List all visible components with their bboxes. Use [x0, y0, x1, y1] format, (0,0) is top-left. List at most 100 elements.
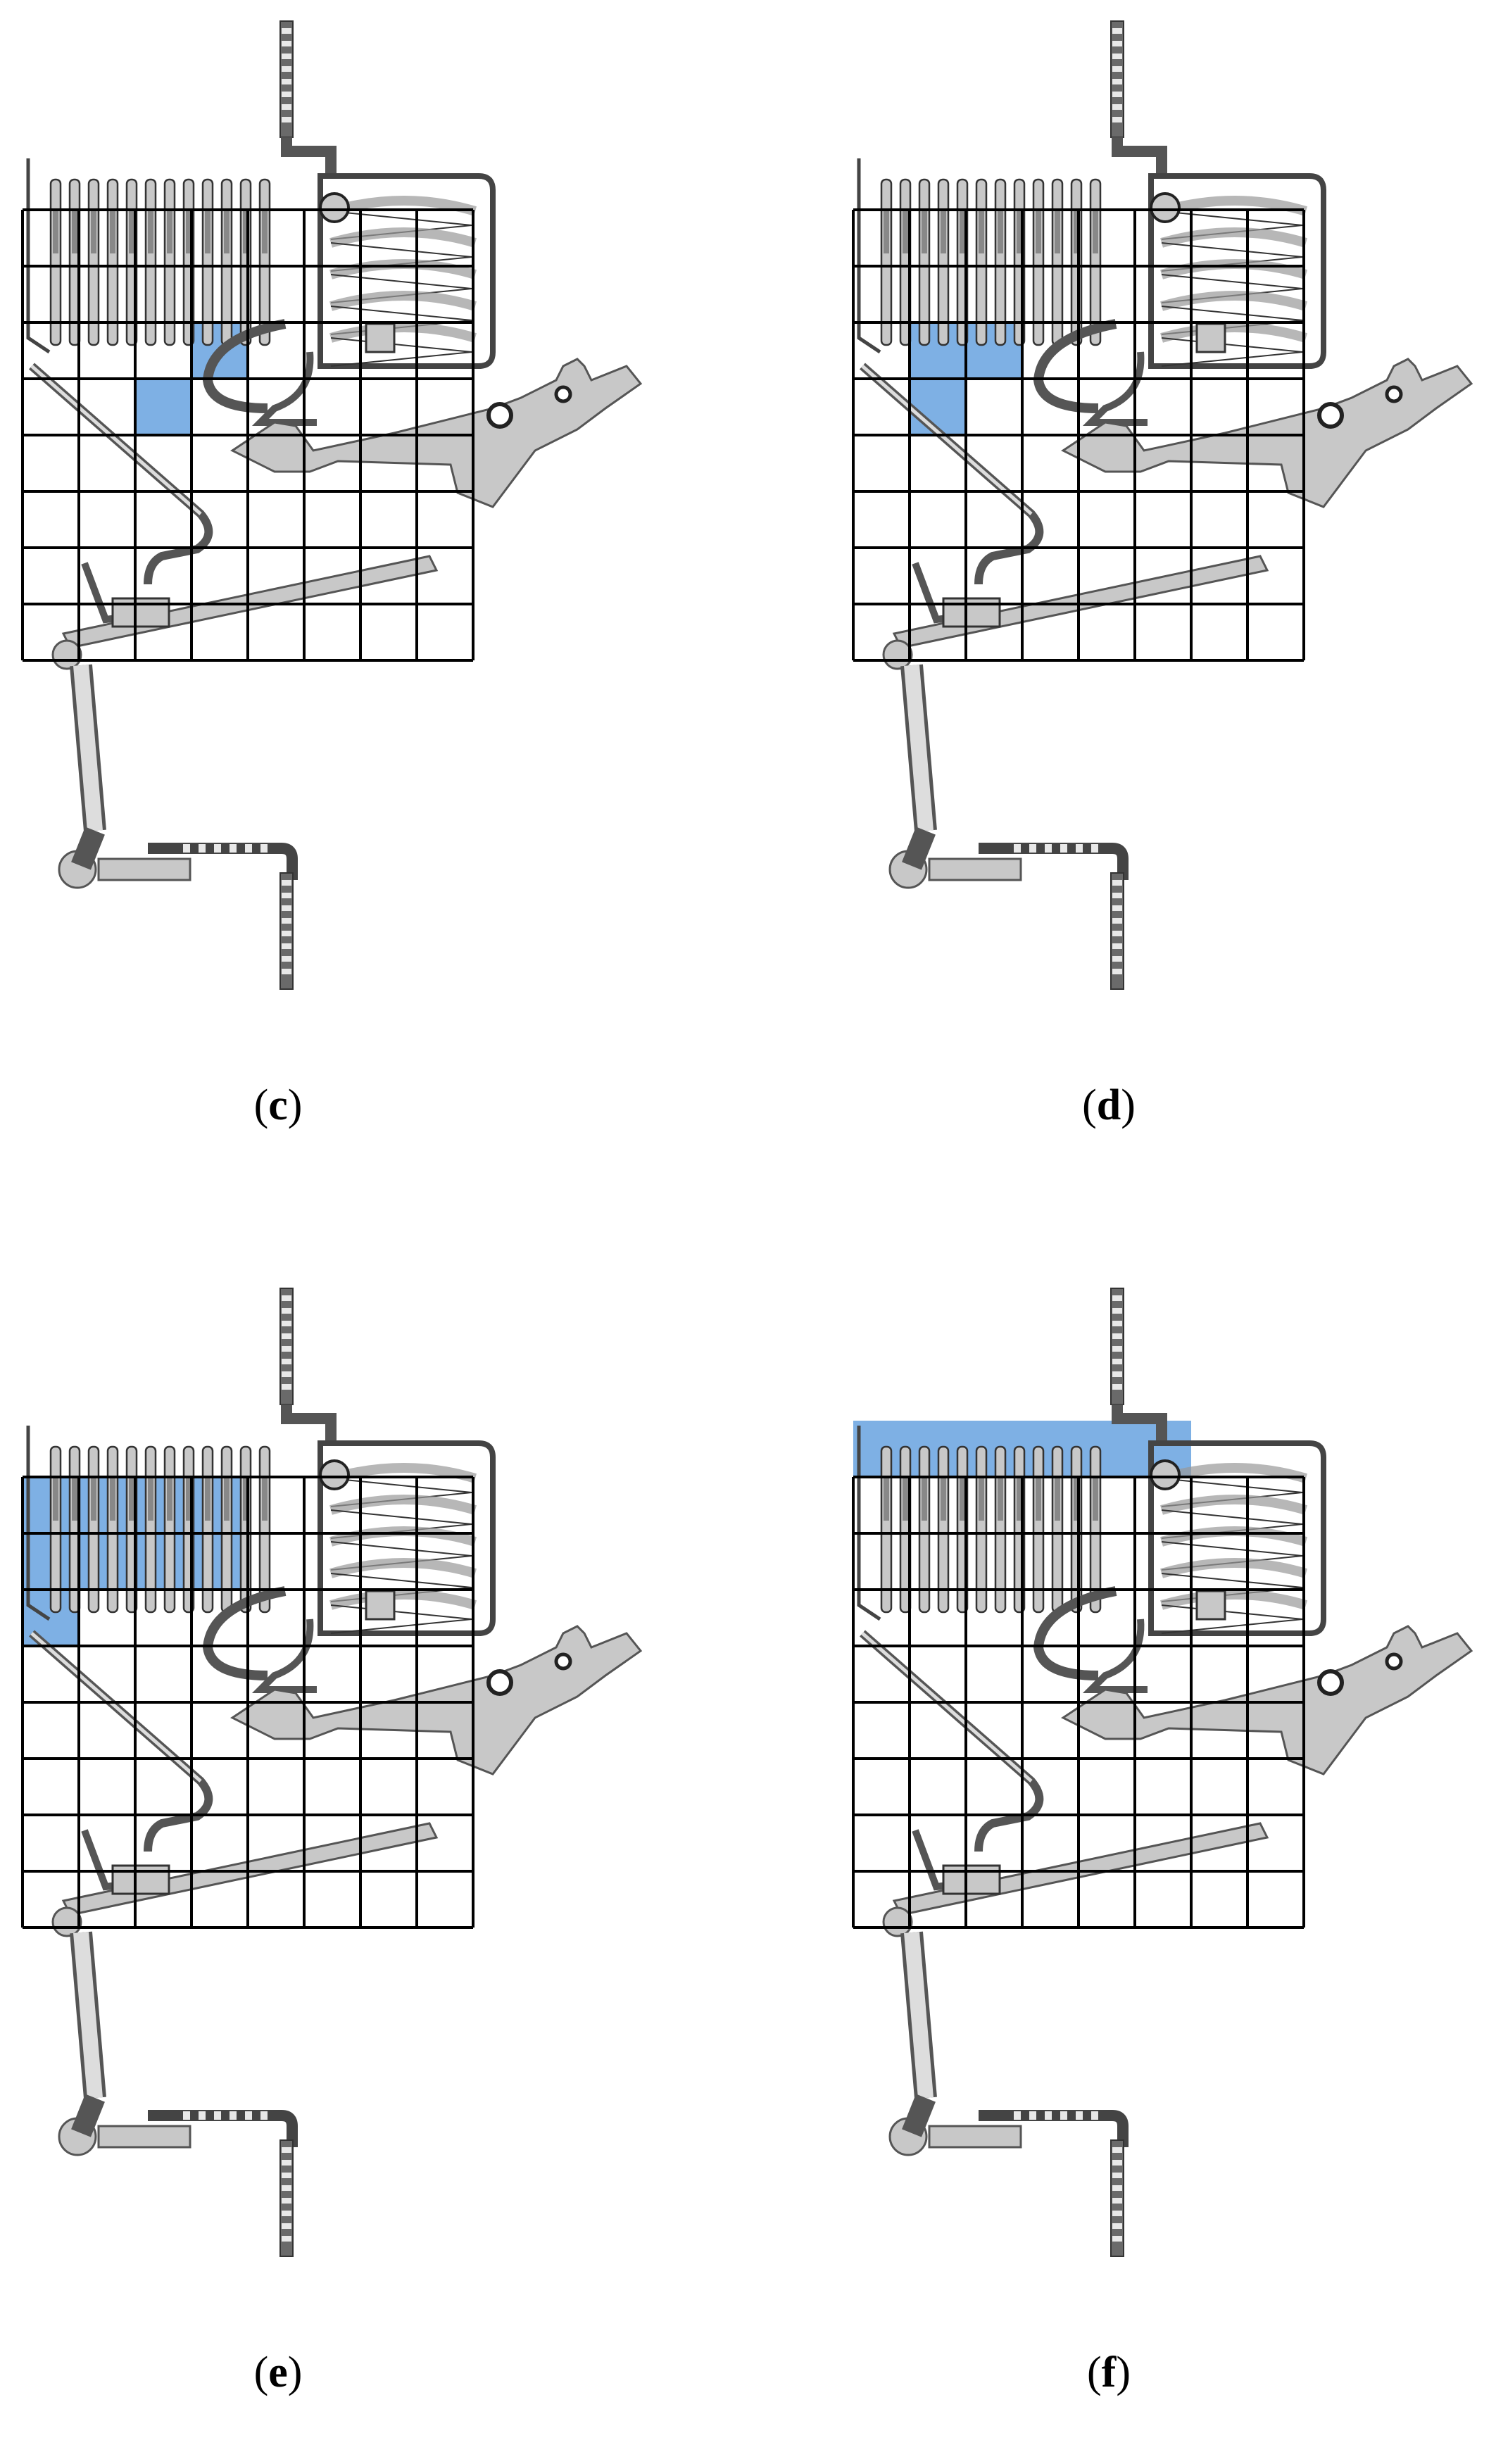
plate-slot [960, 1478, 965, 1521]
arc-chute-plate [87, 178, 100, 346]
spring-coil [1160, 1558, 1308, 1578]
terminal-slot [1076, 2111, 1083, 2120]
plate-slot [186, 211, 191, 253]
terminal-slot [282, 66, 291, 72]
arc-chute-plate [220, 178, 233, 346]
plate-slot [224, 1478, 230, 1521]
terminal-slot [282, 905, 291, 911]
chute-side-wall [26, 158, 51, 354]
plate-slot [167, 211, 172, 253]
spring-line [1161, 337, 1303, 367]
contact-arm [860, 1630, 1044, 1852]
arc-chute-plate [918, 178, 931, 346]
terminal-slot [282, 956, 291, 962]
trip-lever [1061, 1625, 1473, 1775]
armature-block [365, 1590, 396, 1621]
highlight-cell [966, 322, 1022, 379]
terminal-slot [199, 2111, 206, 2120]
terminal-slot [282, 893, 291, 898]
terminal-slot [1060, 844, 1067, 853]
plate-slot [129, 1478, 134, 1521]
terminal-slot [1112, 918, 1122, 924]
yoke-bracket [251, 351, 317, 426]
terminal-slot [1112, 880, 1122, 886]
lower-terminal-bend [979, 843, 1129, 880]
spring-coil [1160, 322, 1308, 343]
spring-coil [329, 291, 477, 311]
lower-joint [902, 826, 936, 870]
plate-slot [1055, 1478, 1060, 1521]
terminal-slot [282, 41, 291, 46]
plate-slot [1093, 211, 1098, 253]
terminal-slot [1112, 2236, 1122, 2242]
terminal-slot [1112, 117, 1122, 122]
panel-e: (e) [0, 1267, 704, 2464]
spring-line [330, 1604, 472, 1634]
chute-side-wall [26, 1426, 51, 1621]
terminal-slot [1112, 2198, 1122, 2204]
pivot-pin [319, 192, 350, 223]
yoke-bracket [251, 1618, 317, 1693]
armature-block [1195, 322, 1226, 353]
arc-chute-plate [144, 1445, 157, 1614]
chute-side-wall [857, 158, 881, 354]
terminal-slot [1045, 844, 1052, 853]
plate-slot [903, 1478, 908, 1521]
lower-joint [902, 2094, 936, 2137]
plate-slot [53, 211, 58, 253]
terminal-slot [1112, 1295, 1122, 1301]
panel-caption: (d) [1082, 1081, 1136, 1129]
lower-conductor-fill [904, 665, 934, 831]
lever-hole [1385, 1652, 1403, 1671]
terminal-slot [282, 79, 291, 84]
spring-coil [329, 227, 477, 248]
spring-line [330, 337, 472, 367]
terminal-slot [1112, 41, 1122, 46]
terminal-slot [1112, 2211, 1122, 2216]
terminal-bend [281, 137, 337, 176]
arc-chute-plate [1051, 178, 1064, 346]
plate-slot [884, 1478, 889, 1521]
contact-arm [29, 1630, 213, 1852]
terminal-slot [245, 2111, 252, 2120]
terminal-slot [282, 1346, 291, 1352]
arc-chute-plate [144, 178, 157, 346]
highlight-cell [910, 379, 966, 435]
arc-chute-plate [918, 1445, 931, 1614]
highlight-cell [135, 379, 191, 435]
terminal-slot [282, 92, 291, 97]
breaker-mechanism-drawing [21, 20, 643, 990]
spring-coil [1160, 291, 1308, 311]
highlight-cell [191, 1533, 248, 1590]
plate-slot [53, 1478, 58, 1521]
spring-coil [1160, 1590, 1308, 1610]
terminal-slot [1112, 1333, 1122, 1339]
plate-slot [1055, 211, 1060, 253]
lower-terminal-bend [148, 843, 298, 880]
panel-caption: (f) [1087, 2349, 1131, 2396]
terminal-slot [282, 1295, 291, 1301]
arc-chute-plate [880, 1445, 893, 1614]
spring-coil [1160, 227, 1308, 248]
lower-terminal-bend [148, 2110, 298, 2147]
breaker-mechanism-drawing [852, 20, 1473, 990]
plate-slot [72, 211, 77, 253]
plate-slot [72, 1478, 77, 1521]
terminal-slot [282, 1371, 291, 1377]
plate-slot [1017, 1478, 1022, 1521]
terminal-slot [1091, 2111, 1098, 2120]
plate-slot [960, 211, 965, 253]
arc-chute-plate [49, 1445, 62, 1614]
terminal-slot [282, 918, 291, 924]
spring-coil [329, 1590, 477, 1610]
arc-chute-plate [201, 178, 214, 346]
breaker-mechanism-drawing [852, 1288, 1473, 2257]
plate-slot [979, 211, 984, 253]
spring-coil [329, 1526, 477, 1547]
contact-arm-highlight [30, 365, 202, 515]
chute-side-wall [857, 1426, 881, 1621]
lever-pivot [486, 402, 513, 429]
terminal-slot [282, 1359, 291, 1364]
terminal-slot [1076, 844, 1083, 853]
yoke-bracket [1082, 351, 1148, 426]
